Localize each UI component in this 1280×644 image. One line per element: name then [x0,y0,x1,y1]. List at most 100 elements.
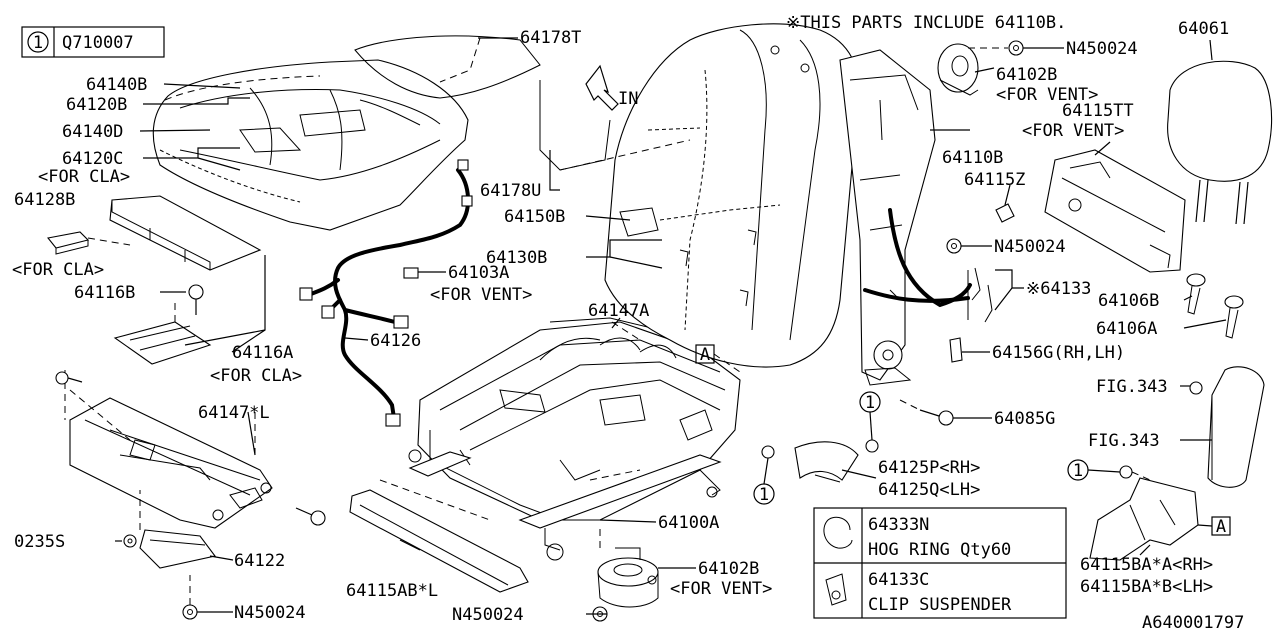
label-64150B: 64150B [504,207,565,227]
seat-back-frame-64110B [839,49,972,386]
label-for-vent: <FOR VENT> [1022,121,1124,141]
seat-cushion-cover-64147L [64,370,273,529]
guide-64106B [1186,273,1206,315]
note-includes: ※THIS PARTS INCLUDE 64110B. [786,13,1066,33]
table-row-desc: HOG RING Qty60 [868,540,1011,560]
direction-label: IN [618,89,638,109]
label-64102B: 64102B [698,559,759,579]
part-labels: 64178T 64140B 64120B 64140D 64120C <FOR … [12,13,1244,633]
label-N450024: N450024 [994,237,1066,257]
cover-64125 [761,439,879,483]
back-cover-64115TT [1044,149,1186,273]
callout-number: 1 [1073,461,1083,481]
nut-N450024-top [1008,40,1024,56]
legend-box: 1 Q710007 [21,26,165,58]
label-64125Q: 64125Q<LH> [878,480,980,500]
direction-arrow-in: IN [585,64,638,111]
label-64106A: 64106A [1096,319,1157,339]
label-for-cla: <FOR CLA> [38,167,130,187]
wire-harness-64126 [299,159,473,427]
label-64140D: 64140D [62,122,123,142]
seat-cushion-pad [152,59,469,231]
label-N450024: N450024 [234,603,306,623]
label-64120C: 64120C [62,149,123,169]
armrest-fig343 [1189,366,1265,488]
label-64102B: 64102B [996,65,1057,85]
callout-1-b: 1 [753,457,775,505]
label-64116B: 64116B [74,283,135,303]
motor-64102B-bottom [597,528,659,608]
seat-back-pad-64130B [604,23,860,368]
heater-pad-64178T [354,35,541,99]
label-64116A: 64116A [232,343,293,363]
label-64115Z: 64115Z [964,170,1025,190]
ref-marker-label: A [1216,517,1226,537]
label-for-cla: <FOR CLA> [12,260,104,280]
label-64147L: 64147*L [198,403,270,423]
label-64126: 64126 [370,331,421,351]
label-64125P: 64125P<RH> [878,458,980,478]
label-N450024: N450024 [452,605,524,625]
ref-marker-a-center: A [695,344,741,373]
label-64128B: 64128B [14,190,75,210]
label-64178T: 64178T [520,28,581,48]
legend-circle-number: 1 [33,33,43,53]
label-64106B: 64106B [1098,291,1159,311]
label-for-vent: <FOR VENT> [670,579,772,599]
label-64115BAA: 64115BA*A<RH> [1080,555,1213,575]
bolt-64147-left [55,371,83,385]
ref-marker-label: A [700,345,710,365]
callout-number: 1 [865,393,875,413]
hog-rings-64133 [967,267,993,323]
clip-64115Z [995,203,1015,223]
callout-number: 1 [759,485,769,505]
label-for-cla: <FOR CLA> [210,366,302,386]
label-64103A: 64103A [448,263,509,283]
clip-64156G [949,337,963,363]
parts-table: 64333N HOG RING Qty60 64133C CLIP SUSPEN… [813,507,1067,619]
label-64115TT: 64115TT [1062,101,1134,121]
label-fig343-a: FIG.343 [1096,377,1168,397]
ref-marker-a-right: A [1197,516,1231,537]
back-panel-64178U [539,80,691,171]
table-row-code: 64333N [868,515,929,535]
motor-64102B-top [937,43,1008,96]
label-64178U: 64178U [480,181,541,201]
leader-lines [115,37,1227,615]
label-64120B: 64120B [66,95,127,115]
label-N450024: N450024 [1066,39,1138,59]
label-for-vent: <FOR VENT> [430,285,532,305]
label-64100A: 64100A [658,513,719,533]
label-64147A: 64147A [588,301,649,321]
bracket-under-cushion [113,300,212,365]
connector-64103A [403,267,419,279]
label-64085G: 64085G [994,409,1055,429]
hog-ring-icon [823,516,853,549]
diagram-id: A640001797 [1142,613,1244,633]
nut-N450024-mid [946,238,962,254]
front-trim-64115ABL [349,479,529,593]
bracket-64122 [139,490,216,569]
bolt-64147-right [295,507,326,526]
legend-part-code: Q710007 [62,33,134,53]
label-64133: ※64133 [1026,279,1091,299]
label-64140B: 64140B [86,75,147,95]
clip-suspender-icon [825,573,847,606]
clip-64128B [46,231,131,255]
label-64061: 64061 [1178,19,1229,39]
nut-0235S [123,534,137,548]
label-fig343-b: FIG.343 [1088,431,1160,451]
seat-frame-64100A [408,321,741,561]
side-trim-64115BA [1089,465,1199,561]
label-for-vent: <FOR VENT> [996,85,1098,105]
seat-frame-cover-64147A [549,317,661,341]
headrest-64061 [1167,60,1273,225]
bolt-64085G [899,399,954,426]
label-0235S: 0235S [14,532,65,552]
label-64156G: 64156G(RH,LH) [992,343,1125,363]
callout-1-a: 1 [859,391,881,441]
bolt-64116B [188,284,204,315]
label-64115ABL: 64115AB*L [346,581,438,601]
